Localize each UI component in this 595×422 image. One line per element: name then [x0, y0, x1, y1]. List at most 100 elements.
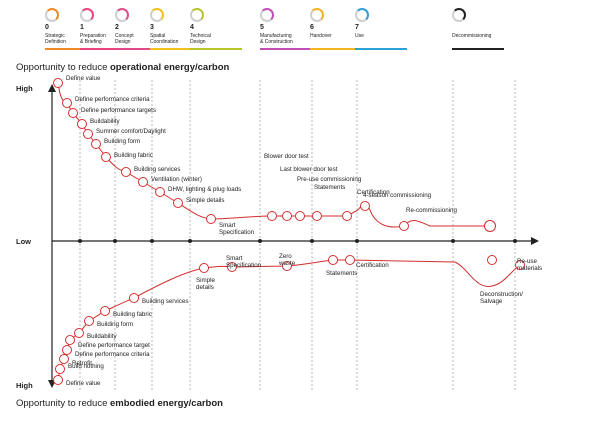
op-node-7	[121, 167, 131, 177]
em-node-14	[487, 255, 497, 265]
em-node-10	[227, 262, 237, 272]
stage-bar	[80, 48, 132, 50]
op-node-label-12: Blower door test	[264, 153, 309, 160]
axis-arrow-right-icon	[531, 237, 539, 245]
op-node-8	[138, 177, 148, 187]
stage-label: Decommissioning	[452, 33, 492, 39]
op-node-11	[206, 214, 216, 224]
stage-tick-icon	[310, 239, 314, 243]
stage-number: 6	[310, 24, 314, 31]
em-node-11	[282, 261, 292, 271]
op-node-2	[68, 108, 78, 118]
stage-number: 3	[150, 24, 154, 31]
op-node-5	[91, 139, 101, 149]
stage-label: Spatial Coordination	[150, 33, 179, 45]
em-node-label-7: Building fabric	[113, 311, 152, 318]
stage-label: Technical Design	[190, 33, 211, 45]
op-node-label-1: Define performance criteria	[75, 96, 150, 103]
stage-decommissioning: Decommissioning	[452, 8, 512, 50]
op-node-10	[173, 198, 183, 208]
stage-ring-icon	[80, 8, 94, 22]
op-node-label-13: Last blower door test	[280, 166, 338, 173]
op-node-14	[295, 211, 305, 221]
stage-number: 4	[190, 24, 194, 31]
op-node-label-2: Define performance targets	[81, 107, 156, 114]
stage-number: 1	[80, 24, 84, 31]
stage-label: Manufacturing & Construction	[260, 33, 293, 45]
em-node-1	[55, 364, 65, 374]
op-node-label-0: Define value	[66, 75, 101, 82]
stage-label: Preparation & Briefing	[80, 33, 106, 45]
op-node-19	[484, 220, 496, 232]
em-node-6	[84, 316, 94, 326]
stage-label: Strategic Definition	[45, 33, 66, 45]
op-node-6	[101, 152, 111, 162]
em-node-7	[100, 306, 110, 316]
stage-bar	[115, 48, 167, 50]
embodied-curve	[57, 259, 521, 381]
em-node-label-13: Certification	[356, 262, 389, 269]
op-node-label-17: 4-season commissioning	[363, 192, 432, 199]
stage-number: 5	[260, 24, 264, 31]
op-node-label-16: Certification	[357, 189, 390, 196]
em-node-2	[59, 354, 69, 364]
stage-number: 0	[45, 24, 49, 31]
op-node-15	[312, 211, 322, 221]
em-node-label-14: Deconstruction/Salvage	[480, 291, 523, 305]
op-node-3	[77, 119, 87, 129]
stage-tick-icon	[513, 239, 517, 243]
op-node-label-6: Building fabric	[114, 152, 153, 159]
axis-high-bottom: High	[16, 381, 33, 390]
stage-tick-icon	[258, 239, 262, 243]
op-node-16	[342, 211, 352, 221]
em-node-label-8: Building services	[142, 298, 188, 305]
stage-ring-icon	[260, 8, 274, 22]
stage-label: Concept Design	[115, 33, 134, 45]
stage-label: Handover	[310, 33, 332, 39]
op-node-label-3: Buildability	[90, 118, 120, 125]
stage-number: 2	[115, 24, 119, 31]
stage-tick-icon	[451, 239, 455, 243]
op-node-label-7: Building services	[134, 166, 180, 173]
em-node-label-2: Retrofit	[72, 360, 92, 367]
stage-ring-icon	[310, 8, 324, 22]
em-node-label-12: Statements	[326, 270, 357, 277]
stage-ring-icon	[115, 8, 129, 22]
em-node-5	[74, 328, 84, 338]
stage-bar	[310, 48, 362, 50]
stage-tick-icon	[188, 239, 192, 243]
operational-heading: Opportunity to reduce operational energy…	[16, 62, 230, 73]
em-node-label-0: Define value	[66, 380, 101, 387]
stage-ring-icon	[355, 8, 369, 22]
op-node-label-4: Summer comfort/Daylight	[96, 128, 166, 135]
em-node-8	[129, 293, 139, 303]
stage-ring-icon	[150, 8, 164, 22]
stage-label: Use	[355, 33, 364, 39]
stage-bar	[150, 48, 202, 50]
op-node-label-8: Ventilation (winter)	[151, 176, 202, 183]
op-node-13	[282, 211, 292, 221]
stage-bar	[45, 48, 97, 50]
stage-tick-icon	[150, 239, 154, 243]
em-node-label-6: Building form	[97, 321, 133, 328]
em-node-label-5: Buildability	[87, 333, 117, 340]
op-node-label-9: DHW, lighting & plug loads	[168, 186, 241, 193]
op-node-1	[62, 98, 72, 108]
op-node-12	[267, 211, 277, 221]
op-node-17	[360, 201, 370, 211]
em-node-0	[53, 375, 63, 385]
axis-arrow-up-icon	[48, 84, 56, 92]
